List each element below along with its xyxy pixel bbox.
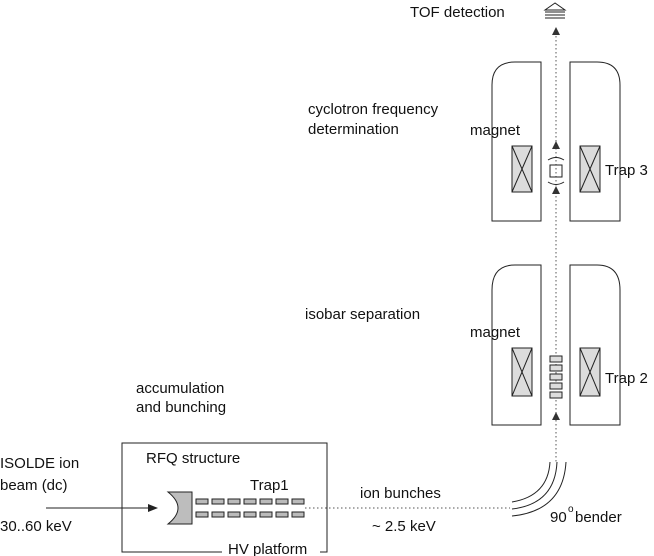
isolde-label-line1: ISOLDE ion: [0, 455, 79, 472]
hv-platform-label: HV platform: [228, 541, 307, 556]
tof-detector-icon: [543, 2, 567, 19]
trap3-electrode-icon: [547, 157, 565, 185]
ion-bunches-label: ion bunches: [360, 485, 441, 502]
bender-degree-superscript: o: [568, 504, 574, 515]
input-beam-arrow: [148, 504, 158, 512]
tof-detection-label: TOF detection: [410, 4, 505, 21]
beam-arrow-up-between: [552, 186, 560, 194]
magnet-upper: [491, 61, 621, 222]
beam-arrow-up-trap2: [552, 412, 560, 420]
hv-label-mask: [222, 542, 320, 556]
bender-electrodes-icon: [511, 461, 567, 517]
bender-label: bender: [575, 509, 622, 526]
accumulation-label-line1: accumulation: [136, 380, 224, 397]
magnet-lower: [491, 264, 621, 426]
beam-arrow-up-top: [552, 27, 560, 35]
beam-arrow-up-trap3: [552, 141, 560, 149]
trap1-label: Trap1: [250, 477, 289, 494]
accumulation-label-line2: and bunching: [136, 399, 226, 416]
isolde-label-line2: beam (dc): [0, 477, 68, 494]
trap2-label: Trap 2: [605, 370, 648, 387]
rfq-entrance-electrode-icon: [166, 491, 193, 525]
magnet-upper-label: magnet: [470, 122, 521, 139]
cyclotron-label-line1: cyclotron frequency: [308, 101, 439, 118]
trap3-label: Trap 3: [605, 162, 648, 179]
rfq-structure-label: RFQ structure: [146, 450, 240, 467]
rfq-rod-segments: [195, 498, 305, 518]
cyclotron-label-line2: determination: [308, 121, 399, 138]
magnet-lower-label: magnet: [470, 324, 521, 341]
bender-degree: 90: [550, 509, 567, 526]
output-energy-label: ~ 2.5 keV: [372, 518, 436, 535]
isobar-separation-label: isobar separation: [305, 306, 420, 323]
trap2-electrode-stack-icon: [549, 355, 563, 399]
input-energy-label: 30..60 keV: [0, 518, 72, 535]
